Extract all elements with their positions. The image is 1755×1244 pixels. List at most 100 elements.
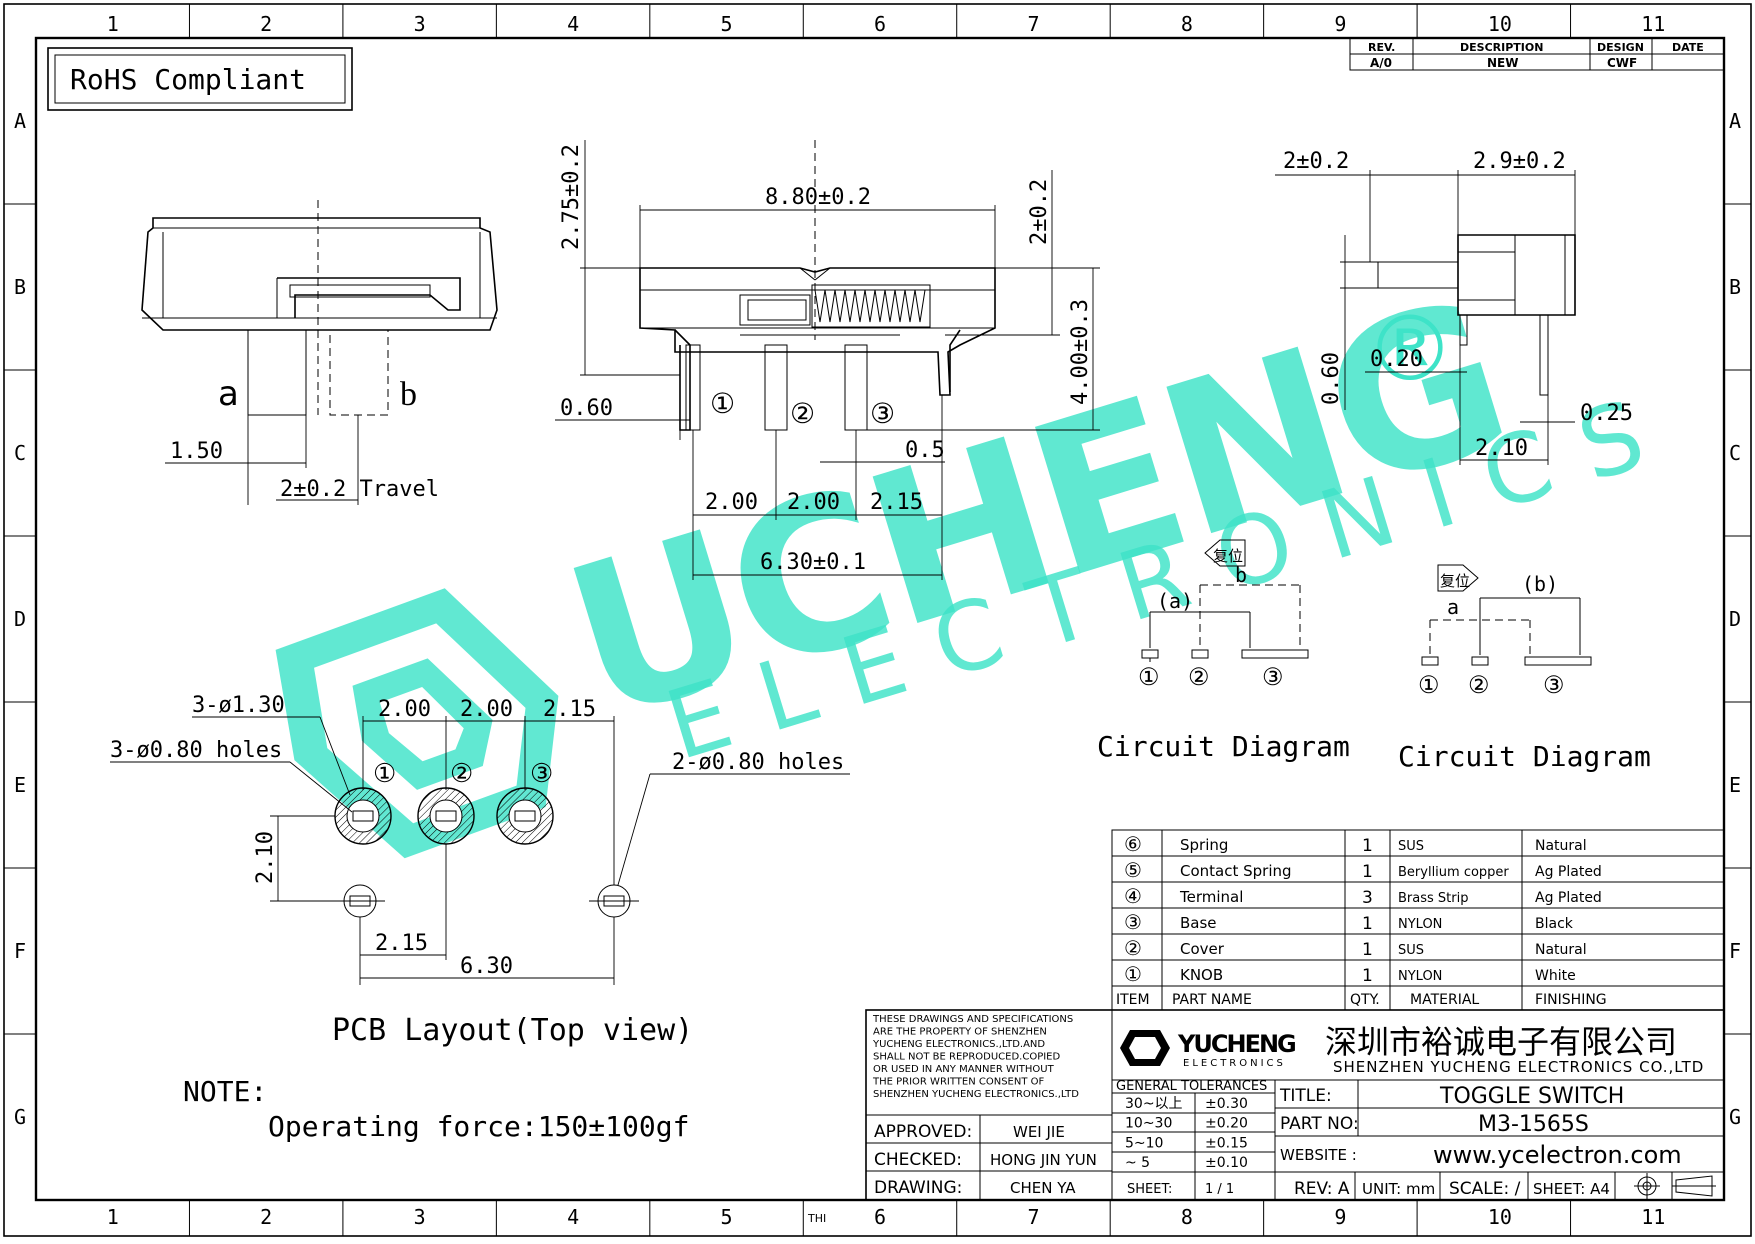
col-label-top: 2 (260, 12, 272, 36)
tolerance-title: GENERAL TOLERANCES (1116, 1079, 1267, 1094)
bom-item: ④ (1124, 884, 1142, 908)
row-label-left: E (14, 773, 26, 797)
front-view: ① ② ③ 8.80±0.2 2.75±0.2 2±0.2 4.00±0.3 0… (555, 140, 1100, 580)
rev-header-date: DATE (1672, 41, 1704, 54)
pcb-layout: 2.00 2.00 2.15 3-ø1.30 3-ø0.80 holes 2-ø… (110, 693, 850, 1048)
circuit-right-reset: 复位 (1440, 572, 1470, 590)
pcb-holes-2: 2-ø0.80 holes (672, 750, 844, 775)
bom-material: SUS (1398, 839, 1424, 854)
bom-header-name: PART NAME (1172, 992, 1252, 1008)
col-label-top: 11 (1641, 12, 1665, 36)
pcb-dim-630: 6.30 (460, 954, 513, 979)
col-label-top: 4 (567, 12, 579, 36)
bom-header-item: ITEM (1116, 992, 1150, 1008)
col-label-bottom: 7 (1027, 1205, 1039, 1229)
col-label-bottom: 6 (874, 1205, 886, 1229)
bom-header-qty: QTY. (1350, 992, 1380, 1008)
disclaimer-line: SHENZHEN YUCHENG ELECTRONICS.,LTD (873, 1089, 1079, 1100)
sheet-size-value: SHEET: A4 (1533, 1180, 1610, 1198)
tolerance-value: ±0.30 (1205, 1096, 1248, 1112)
row-label-right: G (1729, 1105, 1741, 1129)
pcb-dim-d3: 2.15 (543, 697, 596, 722)
note-text: Operating force:150±100gf (268, 1110, 689, 1143)
tolerance-range: 10~30 (1125, 1116, 1172, 1132)
right-dim-060: 0.60 (1319, 352, 1344, 405)
front-dim-h2: 2±0.2 (1027, 179, 1052, 245)
circuit-left-title: Circuit Diagram (1097, 730, 1350, 763)
front-dim-p3: 2.15 (870, 490, 923, 515)
pcb-pad-1 (334, 787, 392, 845)
pcb-dim-d2: 2.00 (460, 697, 513, 722)
front-pin-1: ① (710, 387, 735, 420)
bom-header-material: MATERIAL (1410, 992, 1479, 1008)
circuit-left-a: (a) (1157, 589, 1193, 613)
bom-material: NYLON (1398, 969, 1442, 984)
approved-name: WEI JIE (1013, 1123, 1065, 1141)
tolerance-value: ±0.20 (1205, 1116, 1248, 1132)
watermark-logo-icon (275, 588, 559, 859)
website-value[interactable]: www.ycelectron.com (1433, 1141, 1682, 1169)
front-dim-h275: 2.75±0.2 (559, 144, 584, 250)
company-name-cn: 深圳市裕诚电子有限公司 (1325, 1023, 1677, 1061)
circuit-diagram-left: 复位 (a) b ① ② ③ Circuit Diagram (1097, 539, 1350, 763)
bom-part-name: Base (1180, 914, 1217, 932)
front-dim-p2: 2.00 (787, 490, 840, 515)
bom-part-name: KNOB (1180, 966, 1223, 984)
side-label-a: a (218, 374, 239, 414)
title-label: TITLE: (1279, 1086, 1332, 1106)
col-label-bottom: 3 (414, 1205, 426, 1229)
rev-value: REV: A (1294, 1179, 1350, 1199)
bom-material: NYLON (1398, 917, 1442, 932)
col-label-bottom: 2 (260, 1205, 272, 1229)
right-dim-210: 2.10 (1475, 436, 1528, 461)
pcb-dim-210: 2.10 (253, 831, 278, 884)
tolerance-range: 30~以上 (1125, 1096, 1183, 1112)
rohs-label: RoHS Compliant (70, 63, 306, 96)
side-dim-travel: 2±0.2 Travel (280, 477, 439, 502)
approved-label: APPROVED: (874, 1122, 972, 1142)
bom-material: Brass Strip (1398, 891, 1468, 906)
bom-finish: White (1535, 968, 1576, 984)
company-name-en: SHENZHEN YUCHENG ELECTRONICS CO.,LTD (1333, 1058, 1704, 1076)
bom-qty: 1 (1362, 966, 1373, 986)
col-label-top: 8 (1181, 12, 1193, 36)
bom-part-name: Spring (1180, 836, 1228, 854)
row-label-right: E (1729, 773, 1741, 797)
pcb-holes-130: 3-ø1.30 (192, 693, 285, 718)
drawing-label: DRAWING: (874, 1178, 962, 1198)
circuit-left-b: b (1235, 563, 1247, 587)
row-label-right: A (1729, 109, 1741, 133)
circuit-left-p3: ③ (1262, 663, 1284, 691)
circuit-diagram-right: 复位 a (b) ① ② ③ Circuit Diagram (1398, 564, 1651, 773)
thi-mark: THI (807, 1212, 826, 1225)
company-logo-icon (1120, 1030, 1170, 1066)
title-value: TOGGLE SWITCH (1439, 1084, 1624, 1109)
row-label-right: F (1729, 939, 1741, 963)
front-pin-3: ③ (870, 397, 895, 430)
bom-item: ③ (1124, 910, 1142, 934)
sheet-label: SHEET: (1127, 1182, 1172, 1197)
front-dim-total: 6.30±0.1 (760, 550, 866, 575)
rev-header-rev: REV. (1368, 41, 1395, 54)
pcb-hole-right (589, 884, 639, 918)
side-view: a b 1.50 2±0.2 Travel (141, 200, 498, 505)
row-label-right: C (1729, 441, 1741, 465)
col-label-bottom: 10 (1488, 1205, 1512, 1229)
bom-material: SUS (1398, 943, 1424, 958)
circuit-left-p1: ① (1138, 663, 1160, 691)
sheet-value: 1 / 1 (1205, 1182, 1234, 1197)
bom-item: ⑥ (1124, 832, 1142, 856)
pcb-pad-2 (417, 787, 475, 845)
note-block: NOTE: Operating force:150±100gf (183, 1075, 689, 1143)
front-dim-060: 0.60 (560, 396, 613, 421)
right-dim-025: 0.25 (1580, 401, 1633, 426)
rev-header-design: DESIGN (1597, 41, 1644, 54)
part-label: PART NO: (1280, 1114, 1359, 1134)
front-pin-2: ② (790, 397, 815, 430)
checked-label: CHECKED: (874, 1150, 962, 1170)
